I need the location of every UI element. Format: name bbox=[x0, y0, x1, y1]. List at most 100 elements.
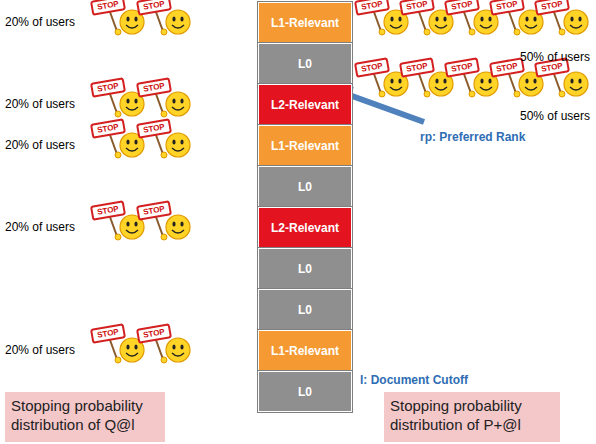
share-label: 20% of users bbox=[5, 138, 75, 152]
eye bbox=[172, 98, 175, 103]
smile bbox=[390, 87, 402, 90]
eye bbox=[172, 139, 175, 144]
eye bbox=[570, 78, 573, 83]
smile bbox=[172, 230, 184, 233]
node-text: L0 bbox=[298, 303, 312, 317]
node-text: L0 bbox=[298, 385, 312, 399]
node-text: L0 bbox=[298, 57, 312, 71]
node-text: L0 bbox=[298, 180, 312, 194]
rank-box: L0 bbox=[258, 371, 352, 412]
hand bbox=[559, 29, 565, 35]
smiley-face bbox=[564, 72, 588, 96]
hand bbox=[161, 111, 167, 117]
hand bbox=[115, 29, 121, 35]
eye bbox=[180, 16, 183, 21]
stop-text: STOP bbox=[91, 201, 125, 219]
hand bbox=[161, 29, 167, 35]
rank-box: L0 bbox=[258, 43, 352, 84]
smiley-figure bbox=[91, 119, 144, 158]
hand bbox=[115, 152, 121, 158]
share-label: 50% of users bbox=[520, 109, 590, 123]
eye bbox=[480, 78, 483, 83]
smiley-figure bbox=[91, 78, 144, 117]
stop-text: STOP bbox=[355, 58, 389, 76]
smiley-face bbox=[166, 338, 190, 362]
smile bbox=[172, 353, 184, 356]
smile bbox=[480, 87, 492, 90]
smile bbox=[525, 87, 537, 90]
stop-sign bbox=[91, 0, 125, 15]
eye bbox=[443, 16, 446, 21]
eye bbox=[480, 16, 483, 21]
smiley-figure bbox=[137, 0, 190, 35]
stop-text: STOP bbox=[91, 324, 125, 342]
eye bbox=[488, 16, 491, 21]
stop-sign bbox=[535, 0, 569, 15]
stop-sign bbox=[91, 324, 125, 342]
hand bbox=[559, 91, 565, 97]
eye bbox=[533, 16, 536, 21]
eye bbox=[390, 78, 393, 83]
eye bbox=[180, 98, 183, 103]
stop-sign bbox=[137, 201, 171, 219]
hand bbox=[469, 29, 475, 35]
stop-sign bbox=[137, 78, 171, 96]
smile bbox=[570, 25, 582, 28]
stop-text: STOP bbox=[137, 78, 171, 96]
stop-text: STOP bbox=[137, 201, 171, 219]
stop-sign bbox=[137, 0, 171, 15]
eye bbox=[126, 221, 129, 226]
smiley-face bbox=[166, 215, 190, 239]
rank-box: L0 bbox=[258, 166, 352, 207]
smiley-face bbox=[166, 133, 190, 157]
hand bbox=[115, 234, 121, 240]
stop-text: STOP bbox=[137, 119, 171, 137]
eye bbox=[180, 221, 183, 226]
hand bbox=[115, 357, 121, 363]
hand bbox=[379, 91, 385, 97]
caption-box: Stopping probability distribution of Q@l bbox=[5, 392, 165, 442]
stop-text: STOP bbox=[91, 78, 125, 96]
smile bbox=[126, 230, 138, 233]
stop-sign bbox=[490, 58, 524, 76]
hand bbox=[161, 357, 167, 363]
stop-sign bbox=[91, 78, 125, 96]
eye bbox=[172, 344, 175, 349]
eye bbox=[578, 78, 581, 83]
smile bbox=[390, 25, 402, 28]
stop-sign bbox=[400, 58, 434, 76]
rank-box: L0 bbox=[258, 289, 352, 330]
smile bbox=[126, 148, 138, 151]
node-text: L1-Relevant bbox=[271, 16, 339, 30]
smile bbox=[126, 353, 138, 356]
stop-sign bbox=[445, 58, 479, 76]
hand bbox=[514, 29, 520, 35]
node-text: Stopping probability distribution of P+@… bbox=[390, 396, 554, 434]
eye bbox=[134, 139, 137, 144]
stop-text: STOP bbox=[91, 119, 125, 137]
smile bbox=[480, 25, 492, 28]
annotation-label: l: Document Cutoff bbox=[360, 373, 468, 387]
eye bbox=[134, 98, 137, 103]
share-label: 20% of users bbox=[5, 343, 75, 357]
smile bbox=[126, 25, 138, 28]
smile bbox=[525, 25, 537, 28]
eye bbox=[578, 16, 581, 21]
eye bbox=[180, 139, 183, 144]
smiley-figures bbox=[91, 0, 588, 363]
stop-sign bbox=[400, 0, 434, 15]
hand bbox=[424, 29, 430, 35]
eye bbox=[134, 221, 137, 226]
eye bbox=[398, 16, 401, 21]
node-text: L2-Relevant bbox=[271, 221, 339, 235]
rank-box: L2-Relevant bbox=[258, 207, 352, 248]
eye bbox=[435, 16, 438, 21]
stop-text: STOP bbox=[445, 58, 479, 76]
eye bbox=[390, 16, 393, 21]
smiley-figure bbox=[91, 324, 144, 363]
smiley-figure bbox=[535, 58, 588, 97]
hand bbox=[161, 234, 167, 240]
node-text: L0 bbox=[298, 262, 312, 276]
eye bbox=[172, 221, 175, 226]
stop-sign bbox=[445, 0, 479, 15]
